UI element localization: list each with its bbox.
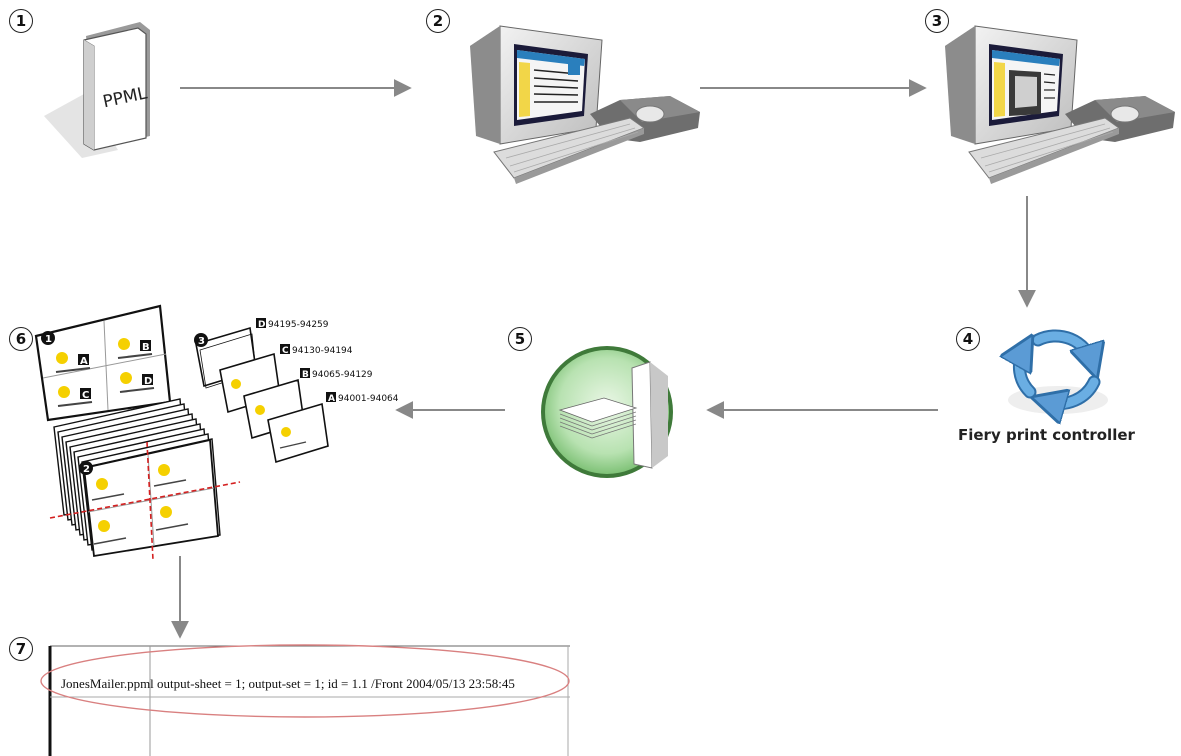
flow-arrows: [171, 79, 1036, 639]
postcard-sets: D 94195-94259 C 94130-94194 B 94065-9412…: [194, 318, 399, 464]
step-5-badge: 5: [508, 327, 532, 351]
svg-text:D: D: [258, 320, 265, 330]
finishing-output-icon: [541, 346, 673, 478]
svg-text:94065-94129: 94065-94129: [312, 370, 373, 380]
svg-text:C: C: [82, 390, 89, 401]
step-7-badge: 7: [9, 637, 33, 661]
fiery-cycle-icon: [1008, 329, 1108, 414]
postcard-set-A: A 94001-94064: [267, 392, 399, 464]
svg-text:C: C: [282, 346, 289, 356]
workstation-icon-2: [470, 25, 700, 184]
log-page: [40, 644, 570, 756]
sheet-number: 1: [45, 334, 52, 345]
step-1-badge: 1: [9, 9, 33, 33]
sheet-slot-A: A: [55, 352, 91, 373]
sheet-slot-D: D: [119, 372, 155, 393]
svg-text:D: D: [144, 376, 152, 387]
workstation-icon-3: [945, 25, 1175, 184]
step-4-badge: 4: [956, 327, 980, 351]
svg-text:A: A: [80, 356, 88, 367]
svg-text:A: A: [328, 394, 335, 404]
imposed-sheet: A B C D 1: [34, 304, 172, 422]
step-6-badge: 6: [9, 327, 33, 351]
sheet-stack: 2: [49, 398, 241, 561]
svg-text:B: B: [302, 370, 309, 380]
sheet-slot-B: B: [117, 338, 153, 359]
svg-text:94130-94194: 94130-94194: [292, 346, 353, 356]
cut-line-vertical: [146, 441, 154, 561]
ppml-document-icon: PPML: [44, 22, 150, 158]
highlight-oval: [40, 644, 570, 718]
step-3-badge: 3: [925, 9, 949, 33]
step-2-badge: 2: [426, 9, 450, 33]
cut-line-horizontal: [49, 481, 241, 519]
stack-number: 2: [83, 464, 90, 475]
stack-top-sheet: [83, 438, 219, 558]
log-line-text: JonesMailer.ppml output-sheet = 1; outpu…: [61, 676, 515, 691]
sets-number: 3: [198, 336, 205, 347]
fiery-controller-label: Fiery print controller: [958, 426, 1135, 444]
svg-text:94001-94064: 94001-94064: [338, 394, 399, 404]
sheet-slot-C: C: [57, 386, 93, 407]
svg-text:94195-94259: 94195-94259: [268, 320, 329, 330]
svg-text:B: B: [142, 342, 150, 353]
